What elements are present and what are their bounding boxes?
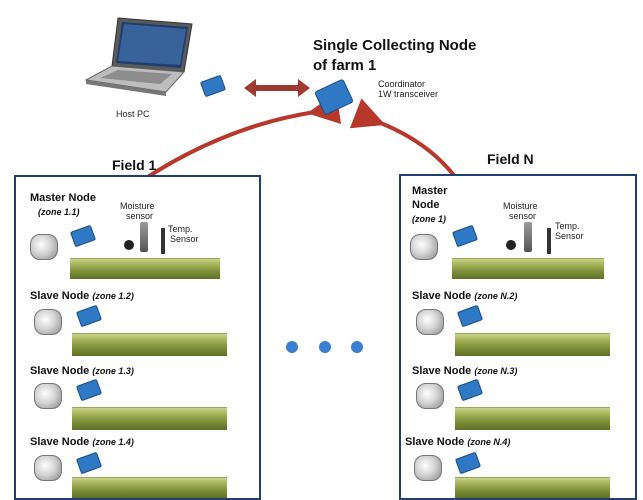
fieldN-slave1-valve-icon: [416, 309, 444, 335]
fieldN-master-zone: (zone 1): [412, 214, 447, 224]
fieldN-zone3-crop: [455, 407, 610, 430]
temperature-sensor-icon: [547, 228, 551, 254]
field1-slave2-label: Slave Node (zone 1.3): [30, 365, 134, 377]
coordinator-sublabel: 1W transceiver: [378, 89, 439, 99]
fieldN-slave3-valve-icon: [414, 455, 442, 481]
fieldN-zone4-crop: [455, 477, 610, 498]
fieldN-moisture-sublabel: sensor: [509, 211, 537, 221]
field1-zone4-crop: [72, 477, 227, 498]
fieldN-master-valve-icon: [410, 234, 438, 260]
fieldN-master-label-line2: Node: [412, 199, 440, 211]
laptop-icon: [84, 17, 193, 96]
field1-master-zone: (zone 1.1): [38, 207, 80, 217]
moisture-sensor-icon: [524, 222, 532, 252]
fieldN-temp-label: Temp.: [555, 221, 580, 231]
fieldN-slave1-label: Slave Node (zone N.2): [412, 290, 518, 302]
field1-title: Field 1: [112, 157, 157, 173]
fieldN-title: Field N: [487, 151, 534, 167]
field1-slave3-valve-icon: [34, 455, 62, 481]
sensor-connector-icon: [506, 240, 516, 250]
ellipsis-dot: [319, 341, 331, 353]
field1-master-valve-icon: [30, 234, 58, 260]
fieldN-master-label: Master: [412, 185, 448, 197]
host-pc: [80, 10, 200, 110]
page-title: Single Collecting Node: [313, 37, 477, 54]
ellipsis-dot: [351, 341, 363, 353]
fieldN-zone1-crop: [452, 258, 604, 279]
host-pc-label: Host PC: [116, 109, 150, 119]
field1-slave3-label: Slave Node (zone 1.4): [30, 436, 134, 448]
field1-temp-label: Temp.: [168, 224, 193, 234]
fieldN-slave2-valve-icon: [416, 383, 444, 409]
sensor-connector-icon: [124, 240, 134, 250]
field1-slave1-label: Slave Node (zone 1.2): [30, 290, 134, 302]
field1-moisture-label: Moisture: [120, 201, 155, 211]
field1-zone3-crop: [72, 407, 227, 430]
moisture-sensor-icon: [140, 222, 148, 252]
field1-slave1-valve-icon: [34, 309, 62, 335]
fieldN-temp-sublabel: Sensor: [555, 231, 584, 241]
fieldN-slave3-label: Slave Node (zone N.4): [405, 436, 511, 448]
field1-zone2-crop: [72, 333, 227, 356]
field1-moisture-sublabel: sensor: [126, 211, 154, 221]
fieldN-zone2-crop: [455, 333, 610, 356]
field1-temp-sublabel: Sensor: [170, 234, 199, 244]
temperature-sensor-icon: [161, 228, 165, 254]
field1-zone1-crop: [70, 258, 220, 279]
field1-slave2-valve-icon: [34, 383, 62, 409]
page-subtitle: of farm 1: [313, 57, 377, 74]
pc-coordinator-arrow: [244, 79, 310, 97]
coordinator-label: Coordinator: [378, 79, 426, 89]
field1-master-label: Master Node: [30, 192, 97, 204]
fieldN-moisture-label: Moisture: [503, 201, 538, 211]
ellipsis-dot: [286, 341, 298, 353]
fieldN-slave2-label: Slave Node (zone N.3): [412, 365, 518, 377]
